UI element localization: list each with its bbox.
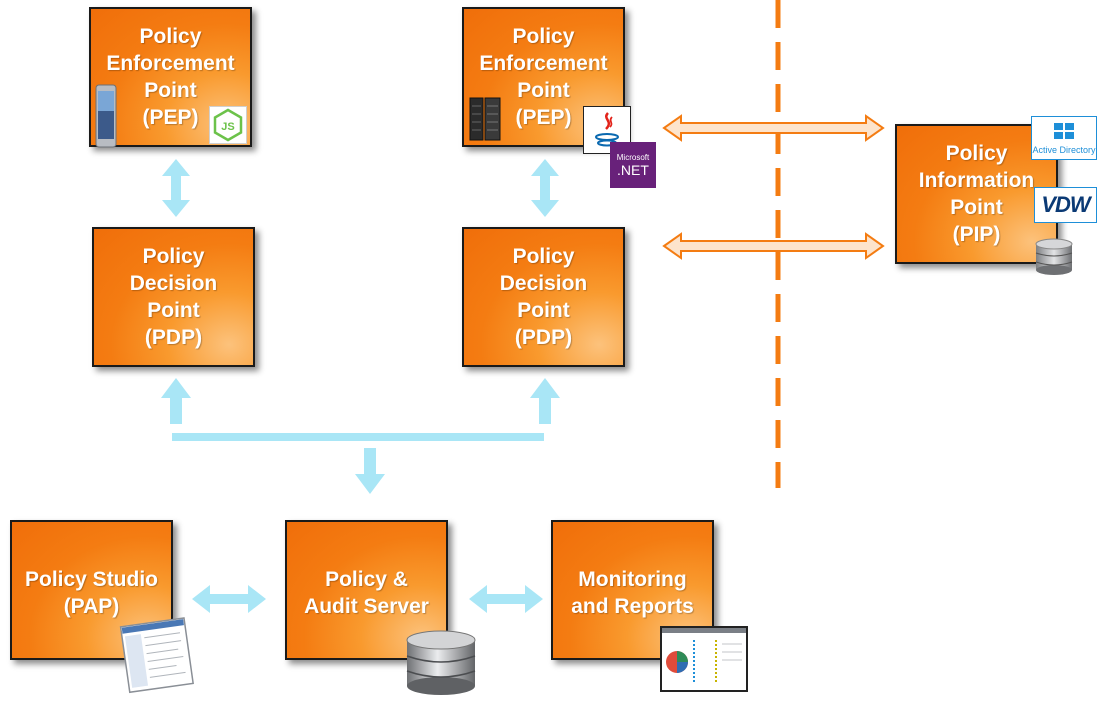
dotnet-vendor-text: Microsoft [616,153,650,162]
pip-label: Policy Information Point (PIP) [918,142,1035,246]
app-screenshot-icon [119,617,194,694]
pdp-right-box: Policy Decision Point (PDP) [462,227,625,367]
database-icon [1035,238,1073,275]
pap-label: Policy Studio (PAP) [24,568,158,618]
report-screenshot-icon [660,626,748,692]
pdp-right-up-arrow [530,378,560,424]
pep-pip-arrow [662,114,885,142]
pep-pdp-right-arrow [531,159,559,217]
pep-left-label: Policy Enforcement Point (PEP) [106,25,235,129]
vdw-icon: VDW [1034,187,1097,223]
distribution-bus [172,433,544,441]
bus-down-arrow [355,448,385,494]
dotnet-text: .NET [617,162,649,178]
server-rack-icon [469,97,501,141]
reports-label: Monitoring and Reports [571,568,694,618]
server-reports-arrow [469,585,543,613]
pep-pdp-left-arrow [162,159,190,217]
dotnet-icon: Microsoft .NET [610,142,656,188]
phone-icon [95,84,117,148]
pap-server-arrow [192,585,266,613]
database-icon [406,630,476,695]
active-directory-text: Active Directory [1032,145,1096,155]
pdp-left-label: Policy Decision Point (PDP) [129,245,218,349]
server-label: Policy & Audit Server [304,568,429,618]
windows-icon: Active Directory [1031,116,1097,160]
pip-box: Policy Information Point (PIP) [895,124,1058,264]
pdp-left-box: Policy Decision Point (PDP) [92,227,255,367]
pdp-right-label: Policy Decision Point (PDP) [499,245,588,349]
svg-text:JS: JS [221,121,234,133]
pep-right-label: Policy Enforcement Point (PEP) [479,25,608,129]
pdp-left-up-arrow [161,378,191,424]
nodejs-icon: JS [209,106,247,144]
pdp-pip-arrow [662,232,885,260]
server-box: Policy & Audit Server [285,520,448,660]
vdw-text: VDW [1041,192,1090,217]
